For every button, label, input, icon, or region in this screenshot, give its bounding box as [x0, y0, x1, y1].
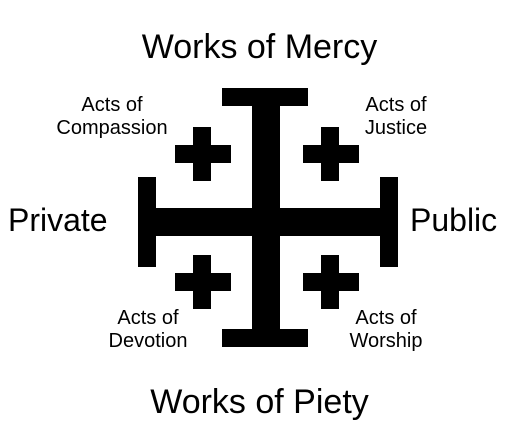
- cross-horizontal-bar: [138, 208, 396, 236]
- works-of-piety-label: Works of Piety: [150, 383, 369, 421]
- acts-of-devotion-line2: Devotion: [108, 330, 188, 352]
- acts-of-justice-label: Acts of Justice: [352, 94, 440, 140]
- public-label: Public: [410, 202, 498, 238]
- acts-of-devotion-line1: Acts of: [117, 307, 179, 329]
- small-cross-top-right: [303, 127, 359, 181]
- cross-bottom-cap: [222, 329, 308, 347]
- small-cross-top-left: [175, 127, 231, 181]
- private-label: Private: [8, 202, 108, 238]
- acts-of-justice-line1: Acts of: [365, 94, 427, 116]
- acts-of-justice-line2: Justice: [364, 117, 428, 139]
- cross-top-cap: [222, 88, 308, 106]
- works-of-mercy-label: Works of Mercy: [141, 28, 378, 66]
- acts-of-worship-line1: Acts of: [355, 307, 417, 329]
- acts-of-compassion-line1: Acts of: [81, 94, 143, 116]
- cross-right-cap: [380, 177, 398, 267]
- acts-of-worship-label: Acts of Worship: [339, 307, 433, 353]
- cross-left-cap: [138, 177, 156, 267]
- acts-of-compassion-label: Acts of Compassion: [44, 94, 180, 140]
- small-cross-bottom-right: [303, 255, 359, 309]
- acts-of-devotion-label: Acts of Devotion: [100, 307, 196, 353]
- acts-of-worship-line2: Worship: [349, 330, 423, 352]
- small-cross-bottom-left: [175, 255, 231, 309]
- acts-of-compassion-line2: Compassion: [56, 117, 168, 139]
